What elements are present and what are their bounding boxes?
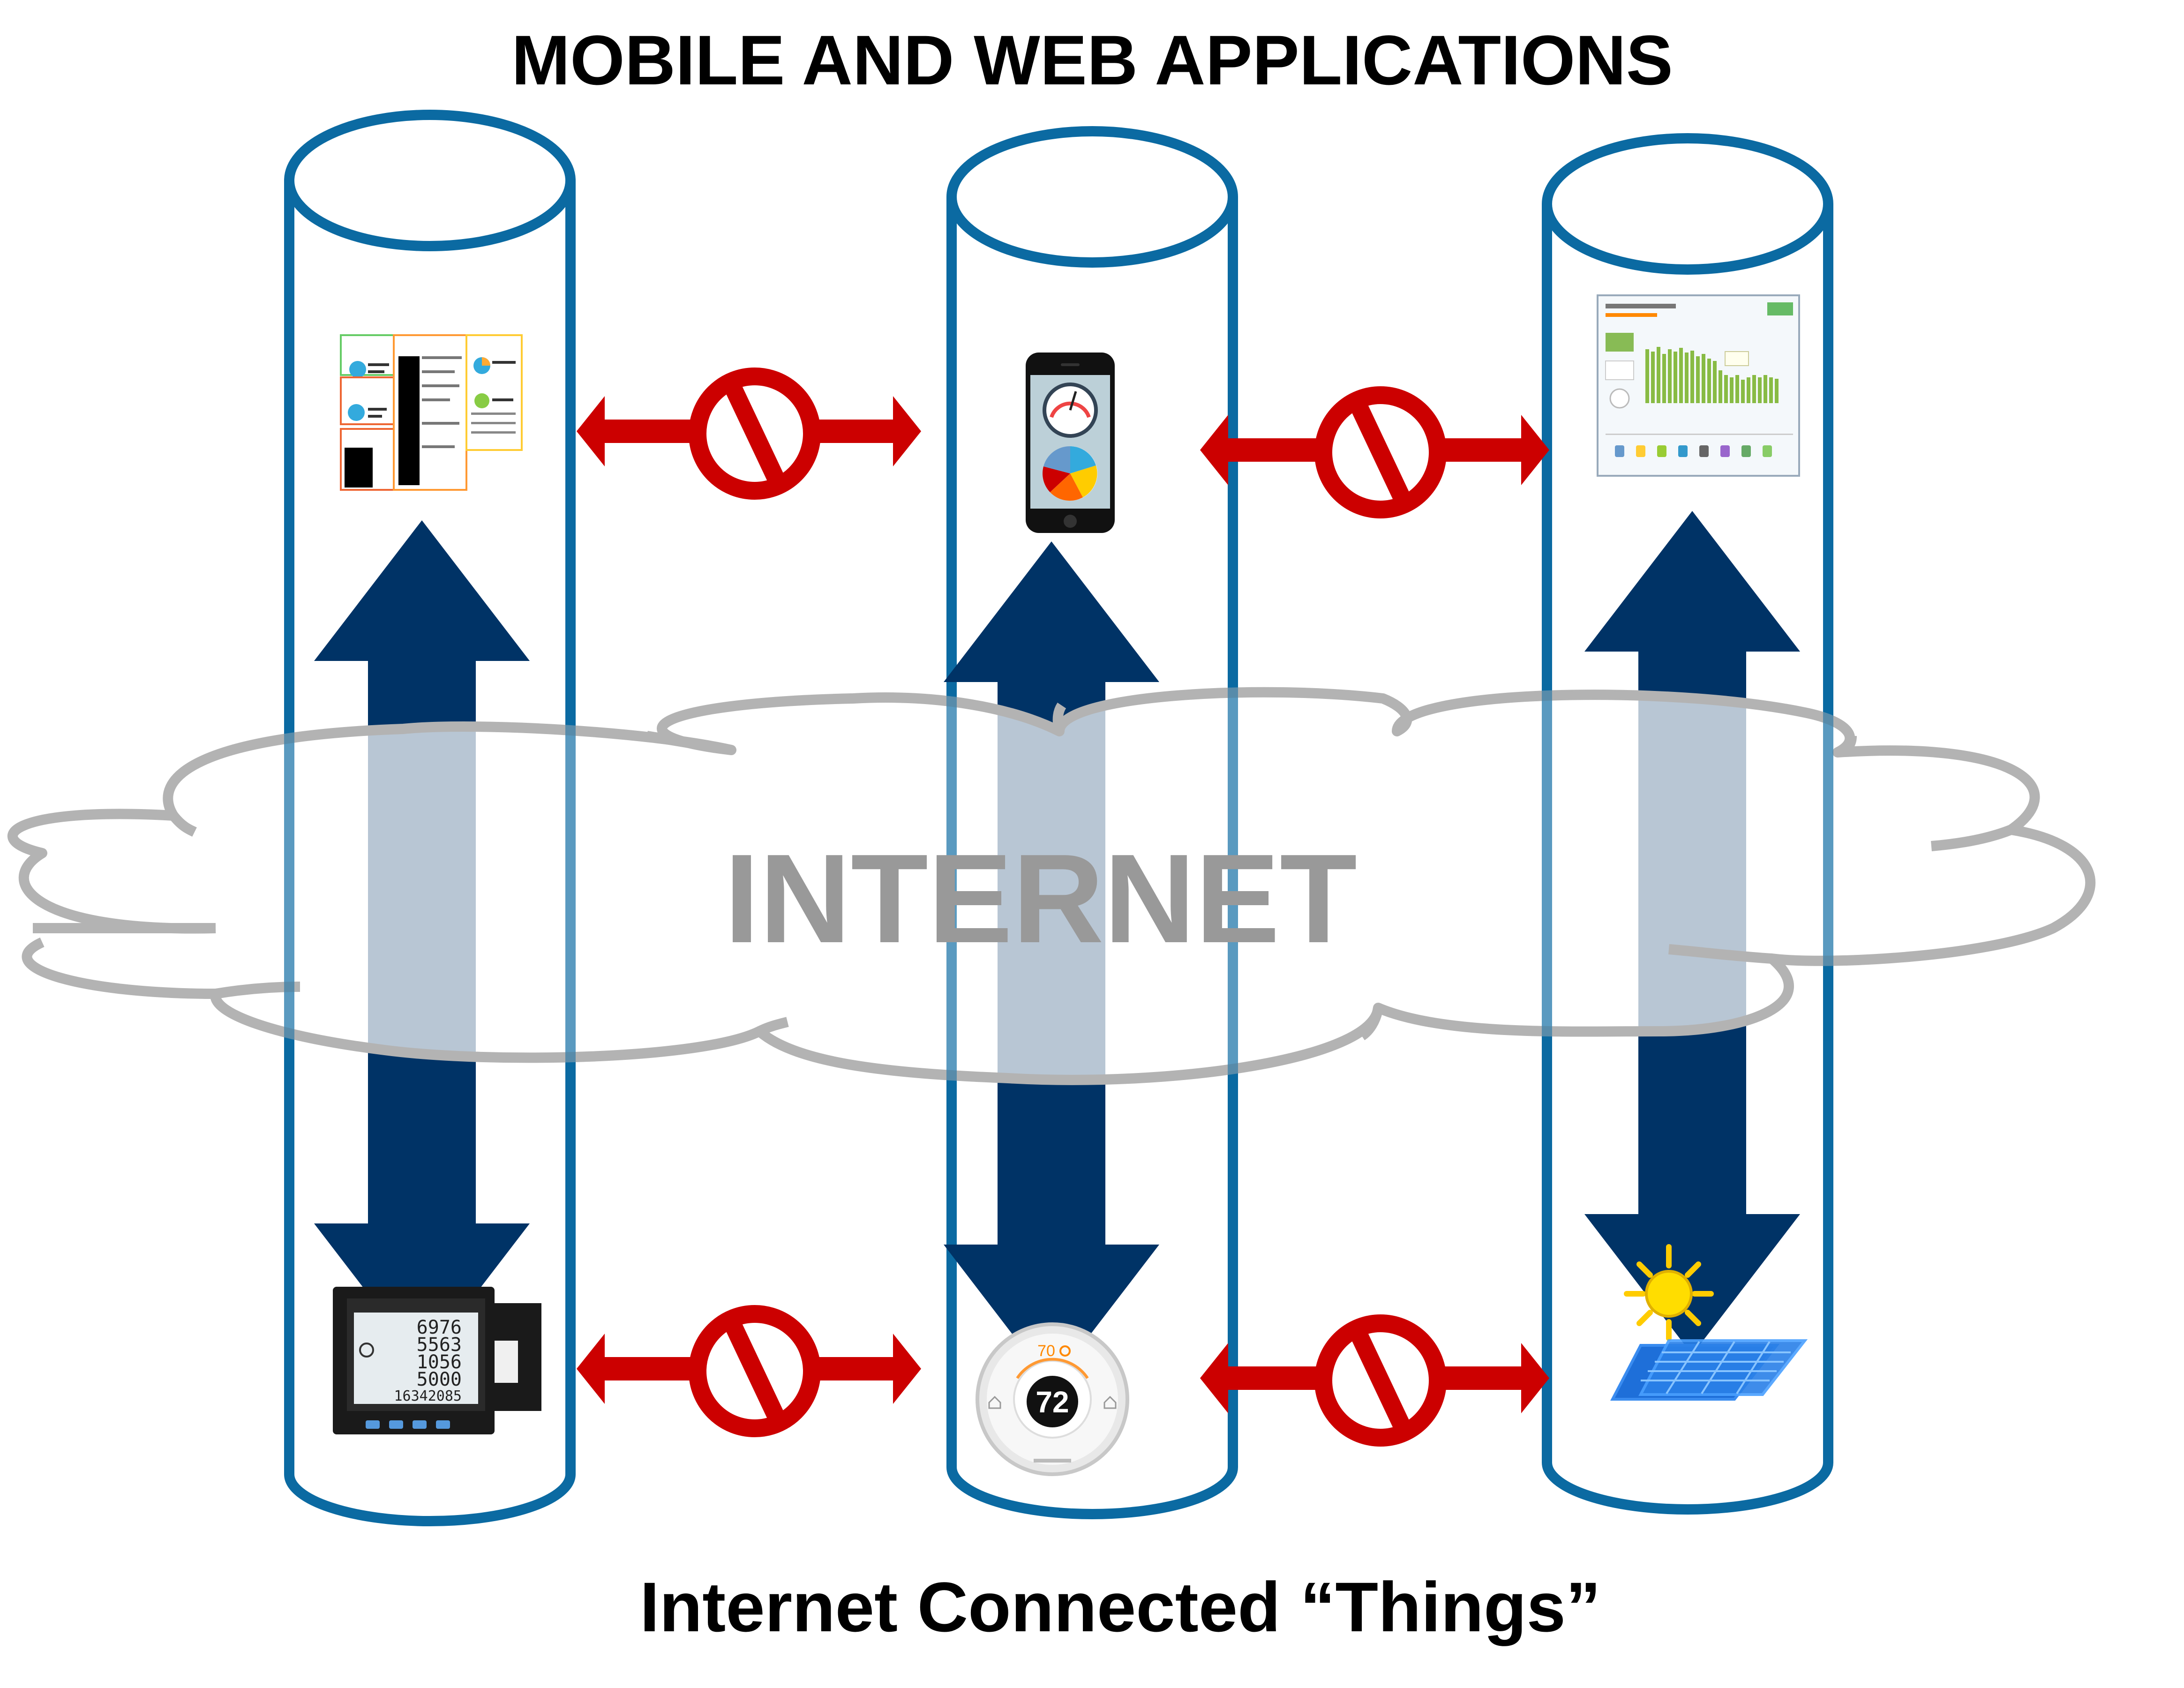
thermostat-icon: 70 72 [976, 1322, 1129, 1476]
smartphone-gauge-icon [1026, 353, 1115, 533]
solar-panel-icon [1610, 1244, 1808, 1401]
dashboard-report-icon [340, 334, 523, 491]
no-entry-icon [1323, 1323, 1438, 1438]
energy-consumption-web-icon [1597, 294, 1800, 477]
meter-reading-3: 1056 [417, 1351, 462, 1373]
meter-reading-5: 16342085 [394, 1388, 462, 1404]
thermostat-temperature: 72 [1036, 1385, 1069, 1419]
no-entry-icon [698, 376, 812, 491]
meter-reading-4: 5000 [417, 1369, 462, 1390]
meter-reading-1: 6976 [417, 1317, 462, 1338]
meter-reading-2: 5563 [417, 1334, 462, 1356]
no-entry-icon [1323, 395, 1438, 510]
diagram-footer-title: Internet Connected “Things” [640, 1568, 1601, 1646]
thermostat-setpoint: 70 [1037, 1342, 1055, 1360]
power-meter-icon: 6976 5563 1056 5000 16342085 [333, 1287, 541, 1434]
no-entry-icon [698, 1314, 812, 1428]
diagram-title: MOBILE AND WEB APPLICATIONS [511, 21, 1673, 99]
sun-icon [1624, 1244, 1714, 1341]
pipe-walls-overlay [284, 684, 1833, 1088]
internet-label: INTERNET [724, 828, 1357, 969]
internet-cloud [7, 687, 2096, 1085]
